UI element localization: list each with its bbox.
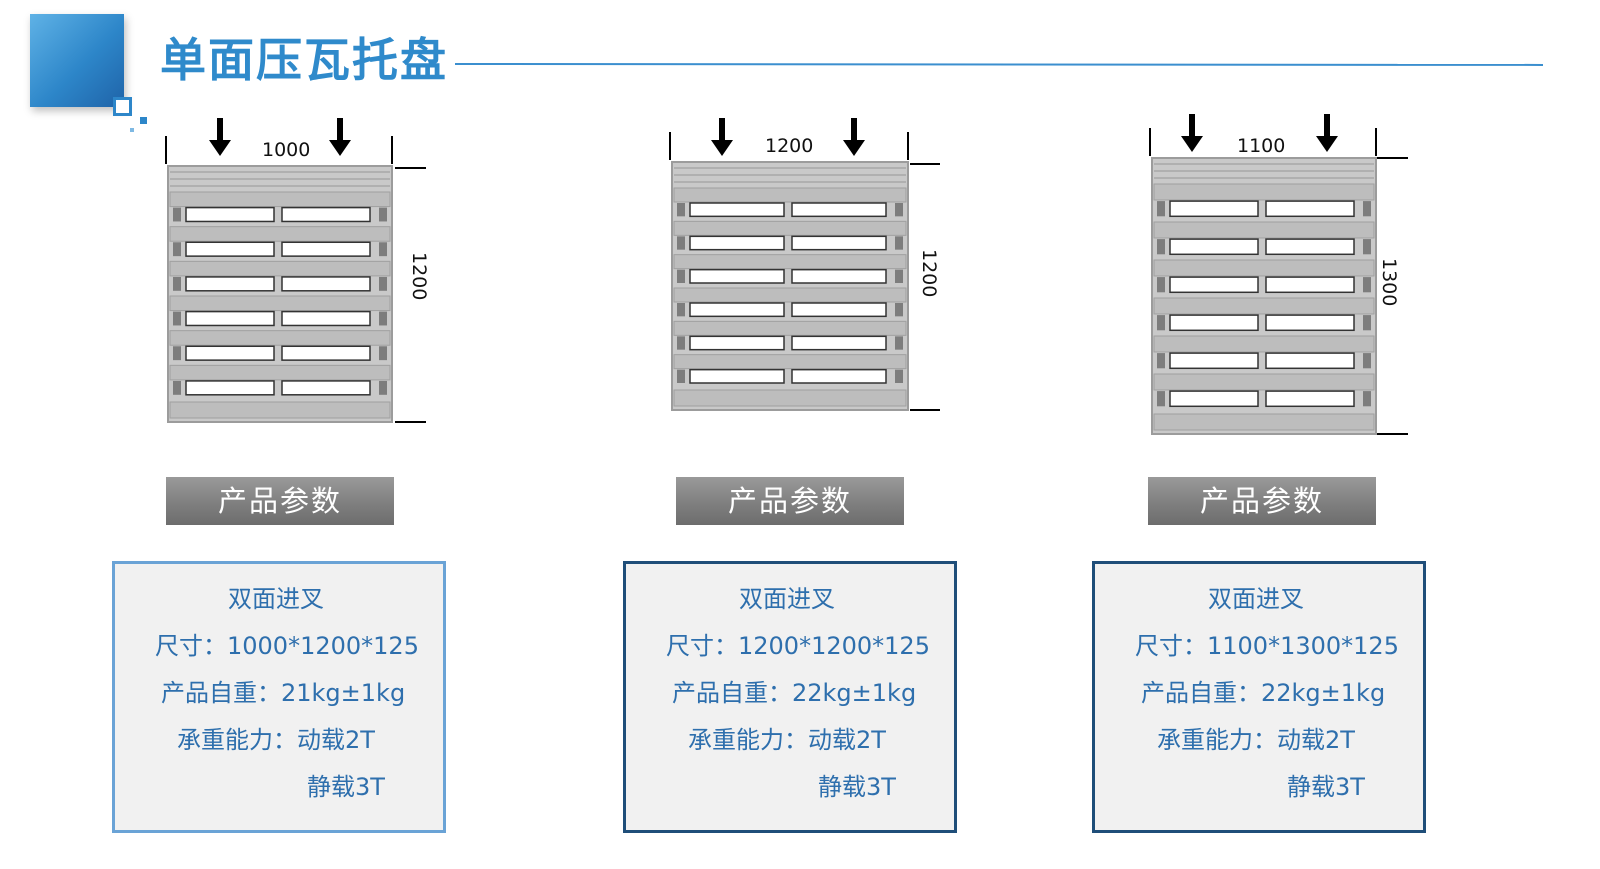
spec-static-load: 静载3T: [1287, 773, 1365, 801]
spec-heading: 双面进叉: [739, 585, 835, 613]
spec-size: 尺寸：1200*1200*125: [666, 632, 930, 660]
down-arrow-icon: [1181, 114, 1203, 152]
width-dimension-label: 1200: [765, 135, 814, 157]
spec-heading: 双面进叉: [228, 585, 324, 613]
spec-box: 双面进叉 尺寸：1000*1200*125 产品自重：21kg±1kg 承重能力…: [112, 561, 446, 833]
pallet-body: [1151, 157, 1377, 435]
spec-heading: 双面进叉: [1208, 585, 1304, 613]
spec-weight: 产品自重：22kg±1kg: [1141, 679, 1386, 707]
down-arrow-icon: [329, 118, 351, 156]
length-dimension-label: 1300: [1378, 258, 1400, 307]
page-title: 单面压瓦托盘: [160, 33, 448, 87]
down-arrow-icon: [209, 118, 231, 156]
pallet-body: [167, 165, 393, 423]
product-params-button[interactable]: 产品参数: [1148, 477, 1376, 525]
pallet-diagram-1100x1300: [1149, 114, 1408, 435]
spec-static-load: 静载3T: [818, 773, 896, 801]
product-params-button[interactable]: 产品参数: [676, 477, 904, 525]
pallet-diagram-1000x1200: [165, 118, 426, 423]
spec-capacity: 承重能力：动载2T: [688, 726, 886, 754]
header-decoration-small-square: [113, 97, 132, 116]
down-arrow-icon: [711, 118, 733, 156]
length-dimension-label: 1200: [918, 249, 940, 298]
spec-capacity: 承重能力：动载2T: [1157, 726, 1355, 754]
down-arrow-icon: [1316, 114, 1338, 152]
header-decoration-dot: [140, 117, 147, 124]
spec-size: 尺寸：1000*1200*125: [155, 632, 419, 660]
spec-weight: 产品自重：21kg±1kg: [161, 679, 406, 707]
width-dimension-label: 1100: [1237, 135, 1286, 157]
product-params-button[interactable]: 产品参数: [166, 477, 394, 525]
spec-box: 双面进叉 尺寸：1200*1200*125 产品自重：22kg±1kg 承重能力…: [623, 561, 957, 833]
spec-capacity: 承重能力：动载2T: [177, 726, 375, 754]
down-arrow-icon: [843, 118, 865, 156]
length-dimension-label: 1200: [408, 252, 430, 301]
spec-box: 双面进叉 尺寸：1100*1300*125 产品自重：22kg±1kg 承重能力…: [1092, 561, 1426, 833]
spec-weight: 产品自重：22kg±1kg: [672, 679, 917, 707]
title-underline: [454, 63, 1544, 66]
width-dimension-label: 1000: [262, 139, 311, 161]
pallet-diagram-1200x1200: [669, 118, 940, 411]
header-decoration-square: [30, 14, 124, 107]
header-decoration-dot-small: [130, 128, 134, 132]
pallet-body: [671, 161, 909, 411]
spec-size: 尺寸：1100*1300*125: [1135, 632, 1399, 660]
spec-static-load: 静载3T: [307, 773, 385, 801]
